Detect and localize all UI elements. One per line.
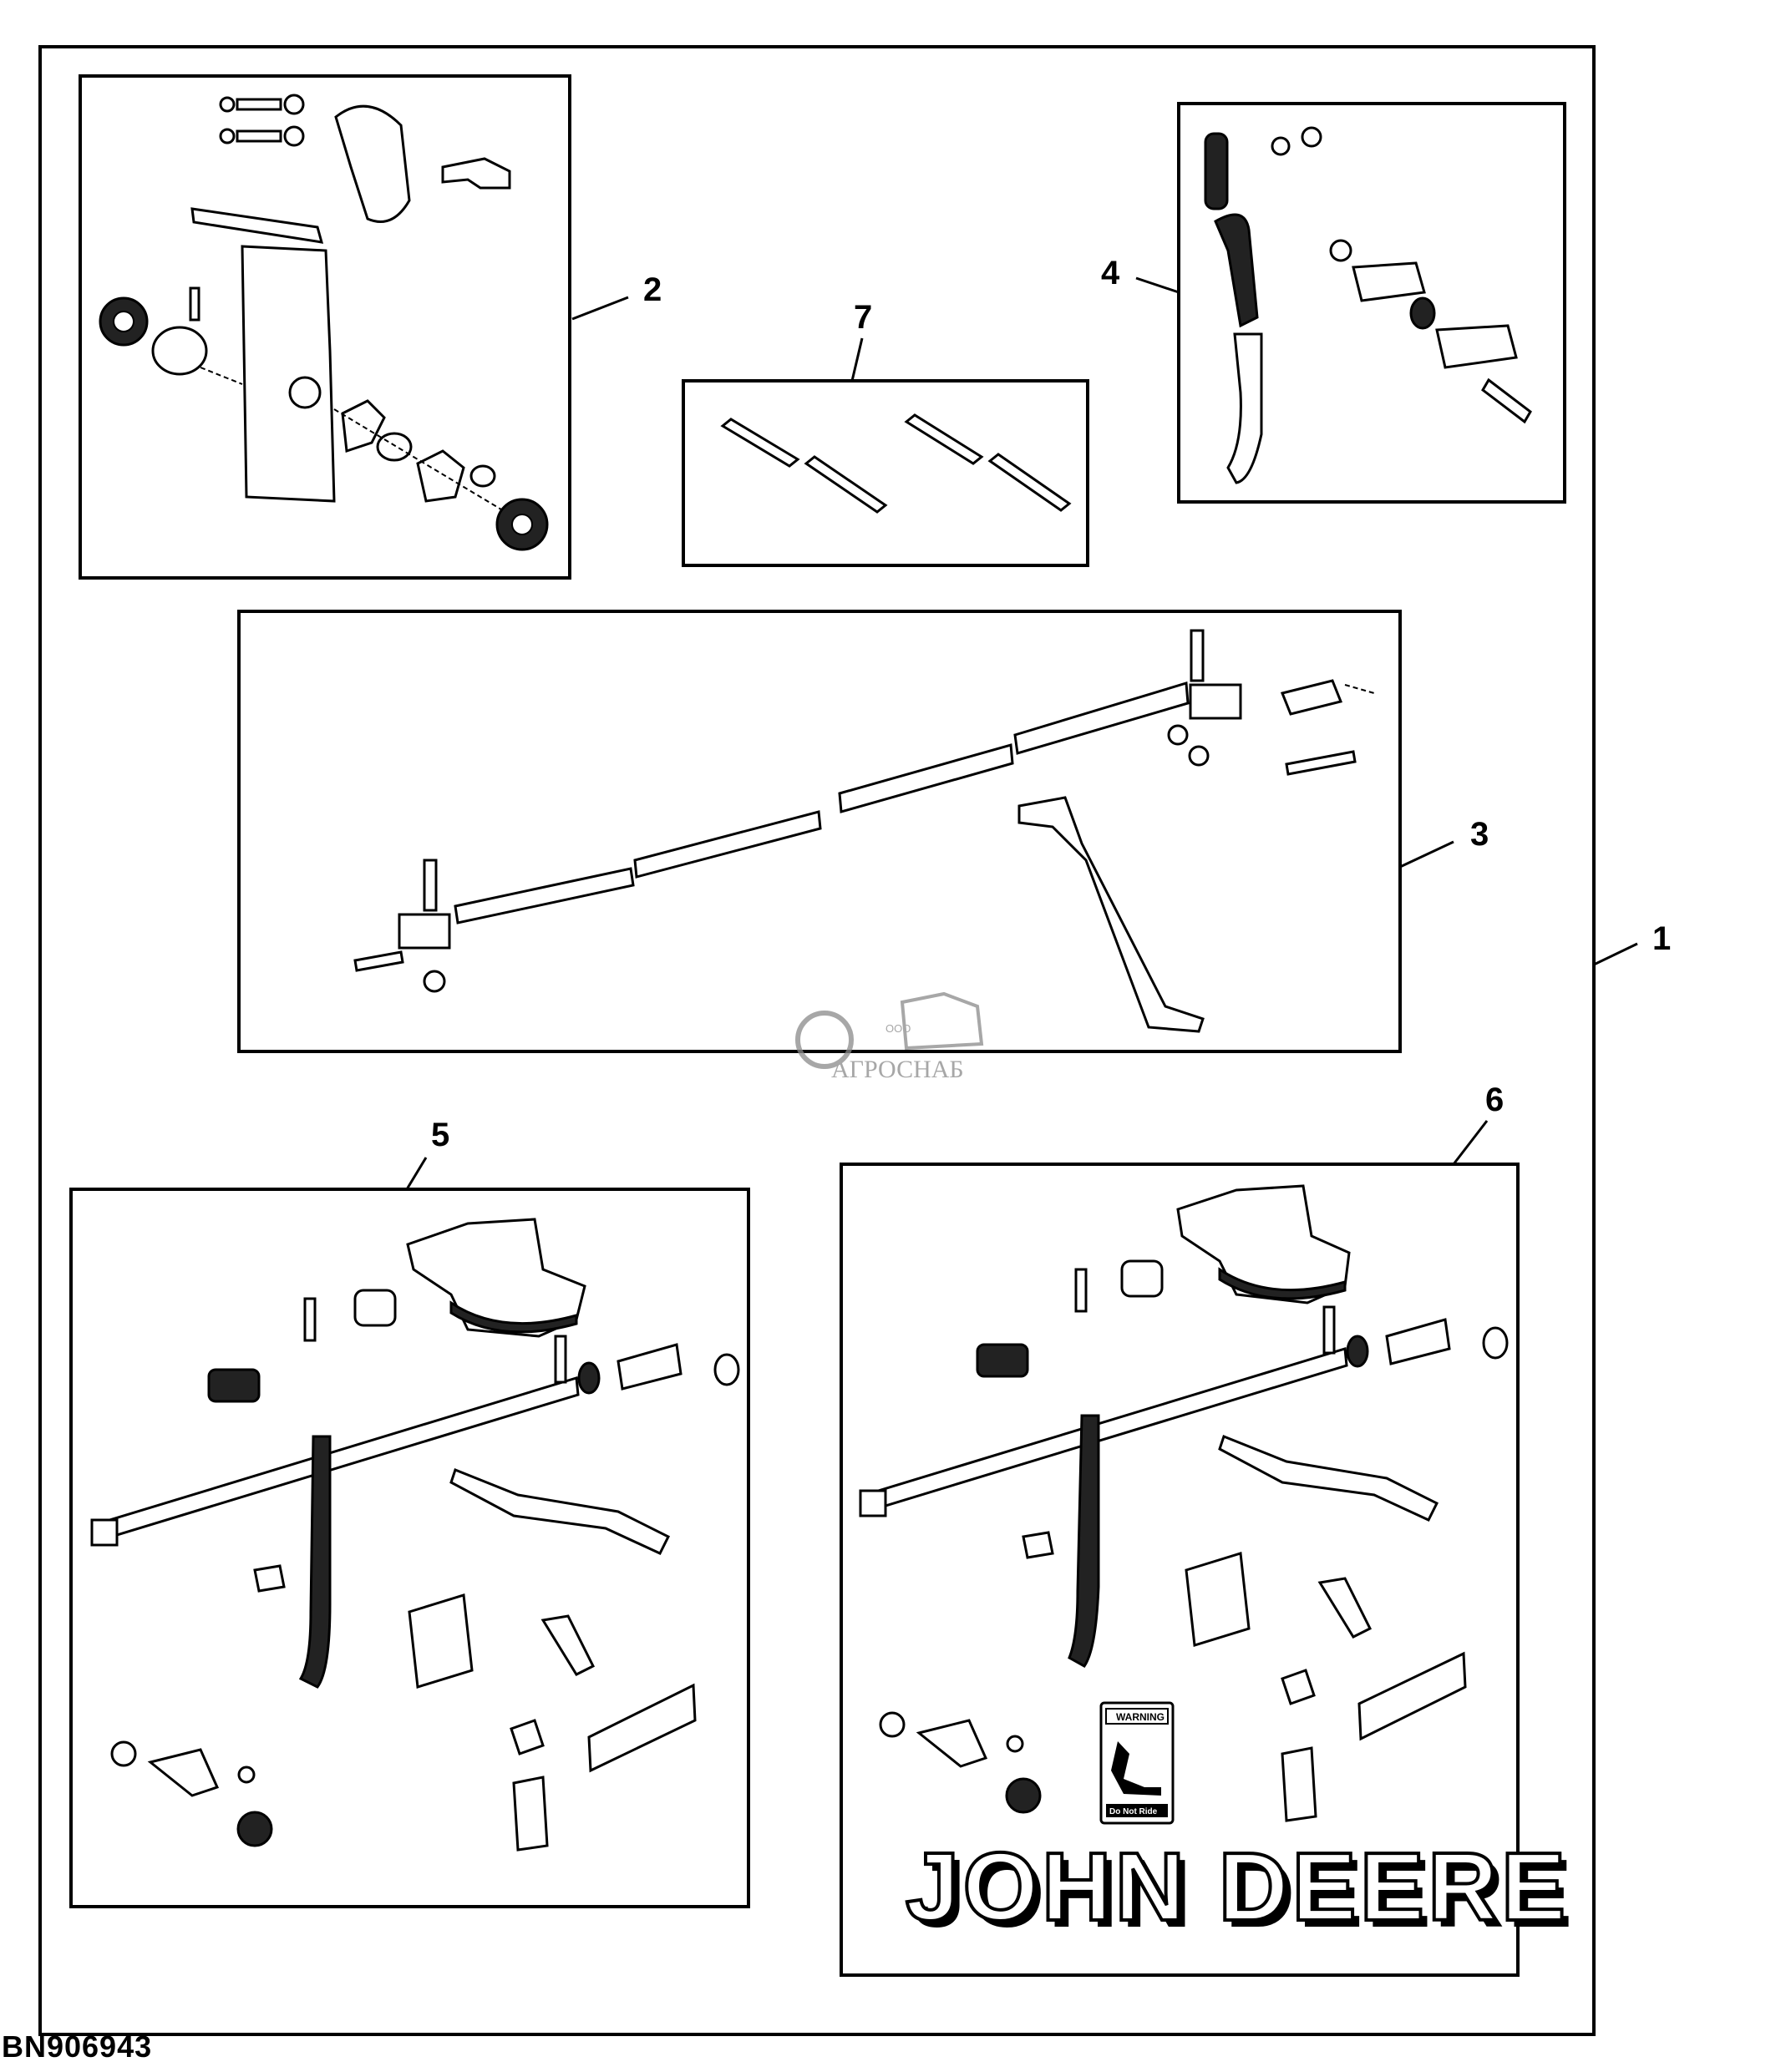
- callout-7: 7: [854, 299, 872, 336]
- leader-7: [850, 337, 864, 382]
- agrosnab-watermark: ООО АГРОСНАБ: [795, 991, 984, 1083]
- leader-1: [1593, 942, 1638, 966]
- strip-part: [190, 207, 324, 244]
- clamp-upper: [1352, 261, 1426, 302]
- group-5-linkage-kit: [69, 1188, 750, 1908]
- leader-3: [1399, 840, 1454, 869]
- svg-text:ООО: ООО: [885, 1022, 911, 1035]
- leader-5: [405, 1157, 428, 1190]
- svg-text:WARNING: WARNING: [1116, 1711, 1165, 1723]
- lever-6: [1218, 1435, 1439, 1522]
- group-4-hose-parts: [1177, 102, 1566, 504]
- callout-6: 6: [1485, 1082, 1504, 1118]
- roller: [151, 326, 208, 376]
- small-bracket: [441, 157, 511, 190]
- shield-part: [334, 104, 411, 223]
- connector-pair-right: [904, 413, 1072, 512]
- callout-1: 1: [1652, 920, 1671, 957]
- warning-decal: WARNING Do Not Ride: [1099, 1701, 1175, 1825]
- side-plate: [241, 245, 336, 503]
- lever-5: [449, 1468, 671, 1555]
- callout-3: 3: [1470, 816, 1489, 853]
- group-7-connectors: [682, 379, 1089, 567]
- figure-id: BN906943: [2, 2029, 153, 2064]
- group-2-drive-plate: [79, 74, 571, 580]
- callout-4: 4: [1101, 255, 1120, 291]
- leader-2: [571, 296, 629, 321]
- hose-6: [1068, 1414, 1100, 1668]
- svg-text:Do Not Ride: Do Not Ride: [1109, 1807, 1158, 1816]
- leader-4: [1135, 276, 1180, 294]
- clamp-lower: [1435, 324, 1518, 369]
- box-3: [237, 610, 1402, 1053]
- blank-decal-6: [1357, 1651, 1467, 1741]
- svg-text:АГРОСНАБ: АГРОСНАБ: [831, 1056, 964, 1083]
- callout-5: 5: [431, 1117, 449, 1153]
- connector-pair-left: [720, 418, 888, 514]
- bolt-set: [219, 94, 305, 147]
- callout-2: 2: [643, 271, 662, 308]
- john-deere-decal: JOHN DEERE JOHN DEERE: [904, 1831, 1576, 1948]
- group-6-linkage-kit-decals: WARNING Do Not Ride JOHN DEERE JOHN DEER…: [840, 1163, 1576, 1977]
- leader-6: [1452, 1120, 1489, 1165]
- support-leg: [1017, 796, 1205, 1033]
- box-6: [840, 1163, 1520, 1977]
- blank-decal-5: [587, 1683, 697, 1773]
- hose-5: [298, 1435, 332, 1689]
- group-3-bar-assembly: [237, 610, 1402, 1053]
- svg-text:JOHN DEERE: JOHN DEERE: [906, 1832, 1569, 1941]
- bar-segments: [454, 681, 1190, 925]
- svg-text:JOHN DEERE: JOHN DEERE: [912, 1839, 1576, 1948]
